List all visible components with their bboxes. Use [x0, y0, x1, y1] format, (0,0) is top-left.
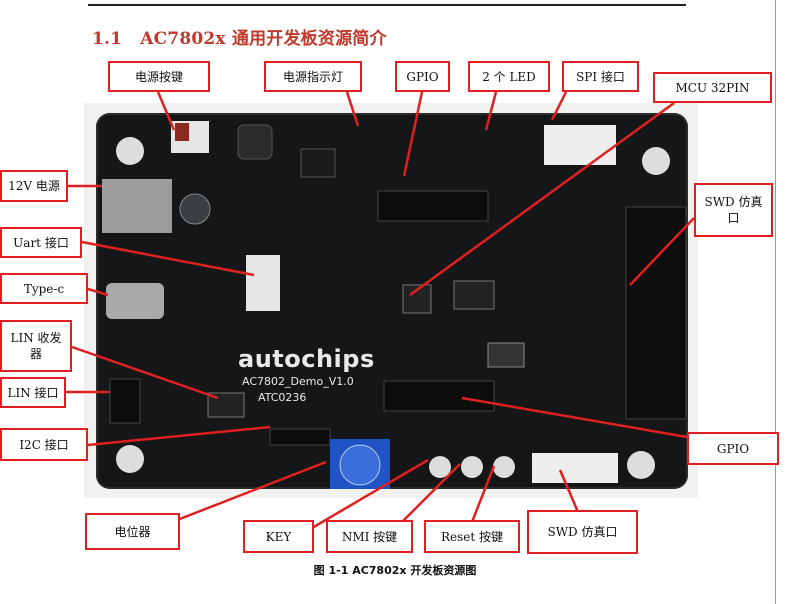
mcu-chip	[402, 284, 432, 314]
callout-gpio-top: GPIO	[395, 61, 450, 92]
callout-spi: SPI 接口	[562, 61, 639, 92]
section-title: AC7802x 通用开发板资源简介	[140, 29, 387, 49]
figure-caption: 图 1-1 AC7802x 开发板资源图	[313, 564, 477, 577]
nmi-button	[461, 456, 483, 478]
callout-nmi: NMI 按键	[326, 520, 413, 553]
callout-potentiometer: 电位器	[85, 513, 180, 550]
gpio-header-mid	[383, 380, 495, 412]
callout-key: KEY	[243, 520, 314, 553]
page-edge	[775, 0, 776, 604]
callout-two-led: 2 个 LED	[468, 61, 550, 92]
callout-reset: Reset 按键	[424, 520, 520, 553]
inductor	[237, 124, 273, 160]
crystal	[487, 342, 525, 368]
mount-post-tr	[642, 147, 670, 175]
callout-lin-transceiver: LIN 收发器	[0, 320, 72, 372]
reset-button	[493, 456, 515, 478]
mount-post-br	[627, 451, 655, 479]
board-components	[102, 121, 687, 489]
section-heading: 1.1 AC7802x 通用开发板资源简介	[92, 24, 387, 49]
i2c-header	[269, 428, 331, 446]
callout-lin-port: LIN 接口	[0, 377, 66, 408]
callout-mcu: MCU 32PIN	[653, 72, 772, 103]
board-model: AC7802_Demo_V1.0	[242, 375, 354, 388]
key-button	[429, 456, 451, 478]
board-part-number: ATC0236	[258, 391, 307, 404]
section-number: 1.1	[92, 29, 123, 49]
power-switch-knob	[175, 123, 189, 141]
callout-swd-bottom: SWD 仿真口	[527, 510, 638, 554]
potentiometer-knob	[339, 444, 381, 486]
typec-port	[106, 283, 164, 319]
capacitor	[179, 193, 211, 225]
ic-chip	[453, 280, 495, 310]
callout-uart: Uart 接口	[0, 227, 82, 258]
mount-post-bl	[116, 445, 144, 473]
callout-gpio-right: GPIO	[687, 432, 779, 465]
header-rule	[88, 4, 686, 6]
swd-connector-bottom	[532, 453, 618, 483]
dc-jack	[102, 179, 172, 233]
spi-connector	[544, 125, 616, 165]
mount-post-tl	[116, 137, 144, 165]
callout-12v-power: 12V 电源	[0, 170, 68, 202]
callout-power-led: 电源指示灯	[264, 61, 362, 92]
swd-header-right	[625, 206, 687, 420]
board-logo: autochips	[238, 345, 375, 373]
callout-i2c: I2C 接口	[0, 428, 88, 461]
callout-typec: Type-c	[0, 273, 88, 304]
lin-port	[109, 378, 141, 424]
regulator	[300, 148, 336, 178]
board-photo: autochips AC7802_Demo_V1.0 ATC0236	[84, 103, 698, 498]
uart-connector	[246, 255, 280, 311]
callout-power-button: 电源按键	[108, 61, 210, 92]
lin-transceiver-chip	[207, 392, 245, 418]
callout-swd-right: SWD 仿真口	[694, 183, 773, 237]
gpio-header-top	[377, 190, 489, 222]
pcb-board: autochips AC7802_Demo_V1.0 ATC0236	[96, 113, 688, 489]
